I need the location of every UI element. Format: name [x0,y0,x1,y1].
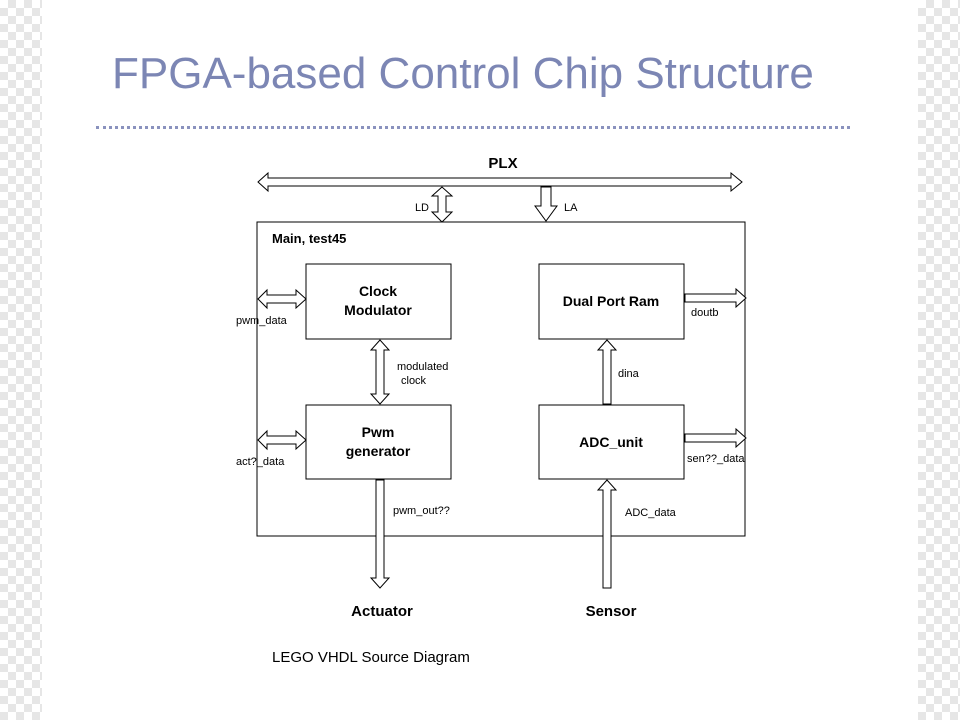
slide-title: FPGA-based Control Chip Structure [112,49,814,98]
pwm-generator-line2: generator [346,443,411,459]
adc-unit-block [538,404,685,480]
clock-modulator-block [305,263,452,340]
dina-arrow [596,339,618,405]
la-link-arrow [534,186,558,222]
left-checker-border [0,0,42,720]
title-divider [96,126,850,129]
dual-port-ram-label: Dual Port Ram [563,293,659,309]
actuator-label: Actuator [351,603,413,620]
doutb-label: doutb [691,307,719,319]
dual-port-ram-block [538,263,685,340]
sen-data-label: sen??_data [687,453,745,465]
ld-link-arrow [430,186,454,223]
pwm-data-label: pwm_data [236,315,288,327]
la-label: LA [564,202,578,214]
sen-data-arrow [684,427,747,449]
modulated-clock-arrow [369,339,391,405]
clock-modulator-line1: Clock [359,283,397,299]
adc-unit-label: ADC_unit [579,434,643,450]
right-checker-border [918,0,960,720]
container-label: Main, test45 [272,231,346,246]
act-data-label: act?_data [236,456,285,468]
plx-bus-arrow [257,171,743,193]
adc-data-arrow [596,479,618,589]
pwm-data-arrow [257,288,307,310]
pwm-generator-line1: Pwm [362,424,395,440]
pwm-out-label: pwm_out?? [393,505,450,517]
ld-label: LD [415,202,429,214]
pwm-out-arrow [369,479,391,589]
adc-data-label: ADC_data [625,507,677,519]
modulated-clock-line1: modulated [397,361,448,373]
pwm-generator-block [305,404,452,480]
plx-label: PLX [488,155,517,172]
diagram-caption: LEGO VHDL Source Diagram [272,649,470,666]
clock-modulator-line2: Modulator [344,302,412,318]
doutb-arrow [684,287,747,309]
sensor-label: Sensor [586,603,637,620]
modulated-clock-line2: clock [401,375,427,387]
dina-label: dina [618,368,640,380]
act-data-arrow [257,429,307,451]
